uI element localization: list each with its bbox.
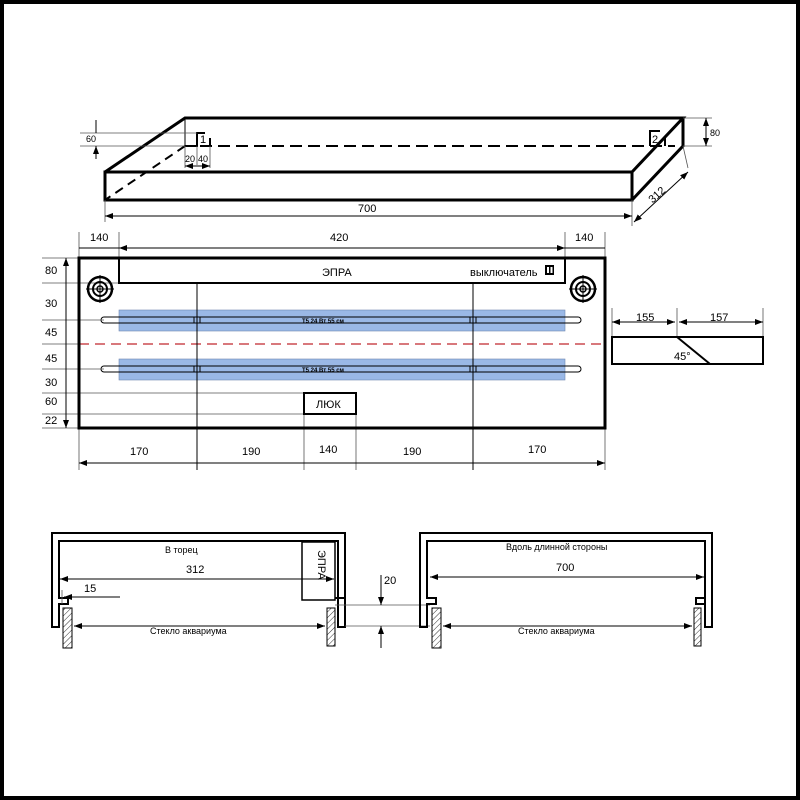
marker-1: 1: [200, 134, 206, 146]
dim-cutout-w2: 40: [198, 154, 208, 164]
dim-left-5: 60: [45, 396, 57, 408]
cutout-2: [649, 130, 666, 146]
dim-bottom-3: 190: [403, 446, 421, 458]
lamp-2-label: T5 24 Вт 55 см: [302, 368, 345, 374]
end-width: 312: [186, 564, 204, 576]
dim-bottom-4: 170: [528, 444, 546, 456]
section-end: ЭПРА В торец 312 15 Стекло аквариума: [51, 532, 346, 649]
hatch-label: ЛЮК: [316, 399, 341, 411]
lamp-1: [118, 309, 566, 332]
hatch: [303, 392, 357, 415]
lid-outline: [77, 256, 607, 430]
profile-outline: [611, 336, 764, 365]
lamp-1-label: T5 24 Вт 55 см: [302, 319, 345, 325]
long-glass-label: Стекло аквариума: [518, 626, 595, 636]
tube-2: [100, 365, 582, 373]
gap-dimension: 20: [335, 575, 430, 648]
side-profile: 155 157 45°: [611, 308, 764, 365]
long-width: 700: [556, 562, 574, 574]
marker-2: 2: [652, 134, 658, 146]
end-offset: 15: [84, 583, 96, 595]
dim-left-4: 30: [45, 377, 57, 389]
dim-profile-0: 155: [636, 312, 654, 324]
end-ballast-box: [301, 541, 336, 601]
plan-view: 140 420 140 T5 24 Вт 55 см T5 24 Вт 55 с…: [42, 232, 607, 470]
dim-left-6: 22: [45, 415, 57, 427]
glass-left: [62, 607, 73, 649]
mount-target-icon-right: [569, 275, 597, 303]
isometric-view: 1 2 60 20 40 80 700 312: [80, 116, 720, 226]
ballast-label: ЭПРА: [322, 267, 352, 279]
tube-1: [100, 316, 582, 324]
lamp-2: [118, 358, 566, 381]
ballast-compartment: [118, 258, 566, 284]
angle-label: 45°: [674, 351, 691, 363]
dim-cutout-height: 60: [86, 134, 96, 144]
dim-top-left: 140: [90, 232, 108, 244]
dim-left-2: 45: [45, 327, 57, 339]
mount-target-icon-left: [86, 275, 114, 303]
dim-left-1: 30: [45, 298, 57, 310]
end-section-title: В торец: [165, 545, 198, 555]
glass-right: [326, 607, 336, 647]
end-ballast-label: ЭПРА: [315, 550, 327, 580]
end-glass-label: Стекло аквариума: [150, 626, 227, 636]
long-glass-left: [431, 607, 442, 649]
end-section-frame: [51, 532, 346, 628]
section-long: Вдоль длинной стороны 700 Стекло аквариу…: [419, 532, 713, 649]
dim-bottom-2: 140: [319, 444, 337, 456]
dim-bottom-0: 170: [130, 446, 148, 458]
switch-label: выключатель: [470, 267, 538, 279]
dim-left-0: 80: [45, 265, 57, 277]
dim-cutout-w1: 20: [185, 154, 195, 164]
hidden-edge: [104, 145, 186, 201]
dim-bottom-1: 190: [242, 446, 260, 458]
box-front-face: [103, 170, 634, 202]
dim-depth: 312: [646, 185, 668, 206]
long-glass-right: [693, 607, 702, 647]
dim-height: 80: [710, 128, 720, 138]
dim-top-center: 420: [330, 232, 348, 244]
long-section-title: Вдоль длинной стороны: [506, 542, 607, 552]
cutout-1: [185, 132, 211, 147]
gap-dim: 20: [384, 575, 396, 587]
dim-left-3: 45: [45, 353, 57, 365]
long-section-frame: [419, 532, 713, 628]
dim-length: 700: [358, 203, 376, 215]
dim-top-right: 140: [575, 232, 593, 244]
dim-profile-1: 157: [710, 312, 728, 324]
switch-icon: [545, 265, 554, 275]
